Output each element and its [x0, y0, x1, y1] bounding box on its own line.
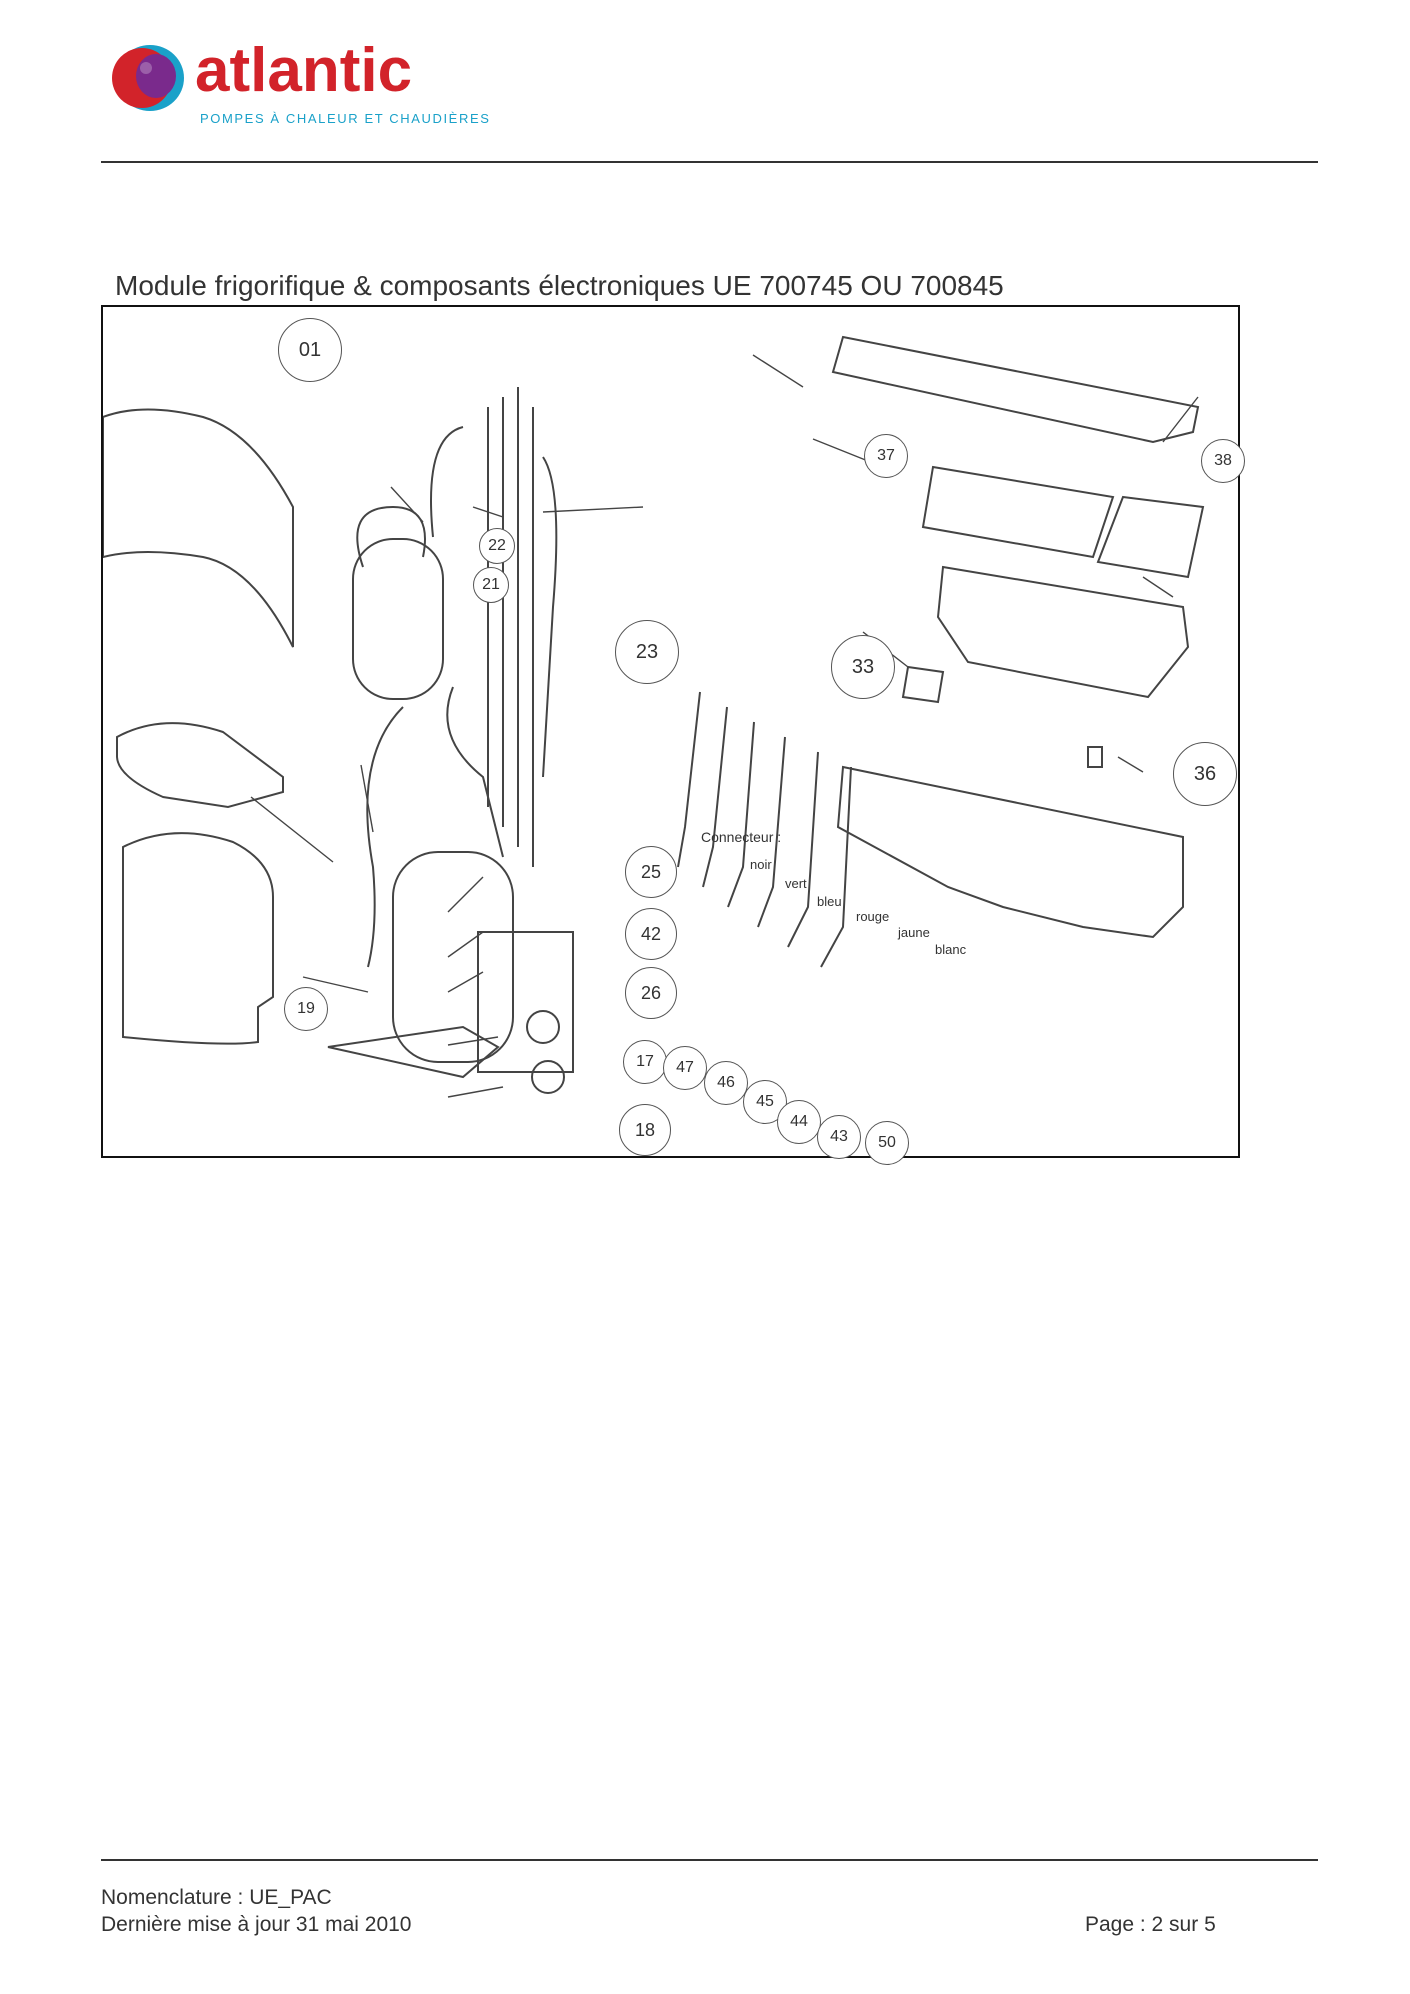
part-callout-number: 23	[635, 640, 659, 663]
lower-shell-panel	[122, 832, 274, 1045]
compressor-body	[392, 851, 514, 1063]
part-callout-18: 18	[619, 1104, 671, 1156]
lead-bleu	[727, 721, 755, 908]
part-callout-number: 21	[482, 576, 500, 593]
part-callout-number: 45	[756, 1093, 774, 1110]
lead-noir	[677, 691, 701, 868]
part-callout-36: 36	[1173, 742, 1237, 806]
part-callout-23: 23	[615, 620, 679, 684]
part-callout-number: 01	[298, 338, 322, 361]
footer-page-number: Page : 2 sur 5	[1085, 1913, 1216, 1936]
brand-tagline: POMPES À CHALEUR ET CHAUDIÈRES	[200, 111, 491, 126]
part-callout-number: 17	[636, 1053, 654, 1070]
part-callout-19: 19	[284, 987, 328, 1031]
base-plate	[327, 1025, 500, 1079]
circuit-board-38	[1096, 495, 1205, 579]
part-callout-38: 38	[1201, 439, 1245, 483]
fuse-holder-36	[1087, 746, 1103, 768]
part-callout-number: 38	[1214, 452, 1232, 469]
part-callout-17: 17	[623, 1040, 667, 1084]
part-callout-number: 22	[488, 537, 506, 554]
part-callout-33: 33	[831, 635, 895, 699]
part-callout-01: 01	[278, 318, 342, 382]
footer-rule	[101, 1859, 1318, 1861]
exploded-diagram-frame	[101, 305, 1240, 1158]
atlantic-logo-mark	[112, 45, 184, 111]
part-callout-number: 33	[851, 655, 875, 678]
service-valve-18	[531, 1060, 565, 1094]
electrical-cover	[831, 335, 1200, 444]
header-rule	[101, 161, 1318, 163]
part-callout-number: 37	[877, 447, 895, 464]
part-callout-42: 42	[625, 908, 677, 960]
lead-jaune	[787, 751, 819, 948]
brand-name: atlantic	[195, 36, 413, 105]
part-callout-26: 26	[625, 967, 677, 1019]
part-callout-number: 50	[878, 1134, 896, 1151]
terminal-connector-33	[901, 665, 945, 704]
part-callout-25: 25	[625, 846, 677, 898]
part-callout-43: 43	[817, 1115, 861, 1159]
connector-color-bleu: bleu	[817, 894, 842, 909]
part-callout-number: 47	[676, 1059, 694, 1076]
control-box-base	[836, 765, 1184, 939]
upper-shell-panel	[103, 408, 294, 648]
part-callout-number: 26	[640, 982, 662, 1003]
part-callout-21: 21	[473, 567, 509, 603]
service-valve-17	[526, 1010, 560, 1044]
part-callout-number: 43	[830, 1128, 848, 1145]
accumulator-tank	[352, 538, 444, 700]
part-callout-number: 18	[634, 1119, 656, 1140]
lead-rouge	[757, 736, 786, 928]
connector-color-noir: noir	[750, 857, 772, 872]
part-callout-46: 46	[704, 1061, 748, 1105]
connector-color-blanc: blanc	[935, 942, 967, 957]
section-title: Module frigorifique & composants électro…	[115, 270, 1004, 301]
part-callout-37: 37	[864, 434, 908, 478]
connector-color-rouge: rouge	[856, 909, 890, 924]
valve-block	[477, 931, 574, 1073]
control-box-top	[936, 565, 1190, 699]
part-callout-22: 22	[479, 528, 515, 564]
footer-nomenclature: Nomenclature : UE_PAC	[101, 1886, 332, 1909]
part-callout-50: 50	[865, 1121, 909, 1165]
lead-blanc	[820, 766, 852, 968]
part-callout-number: 44	[790, 1113, 808, 1130]
connector-color-vert: vert	[785, 876, 807, 891]
part-callout-number: 36	[1193, 762, 1217, 785]
pipe-bundle	[356, 387, 534, 968]
top-cover-plate	[116, 722, 284, 809]
footer-updated: Dernière mise à jour 31 mai 2010	[101, 1913, 412, 1936]
part-callout-number: 42	[640, 923, 662, 944]
part-callout-number: 25	[640, 861, 662, 882]
part-callout-47: 47	[663, 1046, 707, 1090]
circuit-board-37	[921, 465, 1115, 559]
lead-vert	[702, 706, 728, 888]
part-callout-number: 19	[297, 1000, 315, 1017]
exploded-diagram	[103, 335, 1205, 1098]
part-callout-number: 46	[717, 1074, 735, 1091]
part-callout-44: 44	[777, 1100, 821, 1144]
connector-label: Connecteur :	[701, 829, 782, 845]
connector-color-jaune: jaune	[898, 925, 930, 940]
refrigerant-loop	[430, 426, 558, 778]
